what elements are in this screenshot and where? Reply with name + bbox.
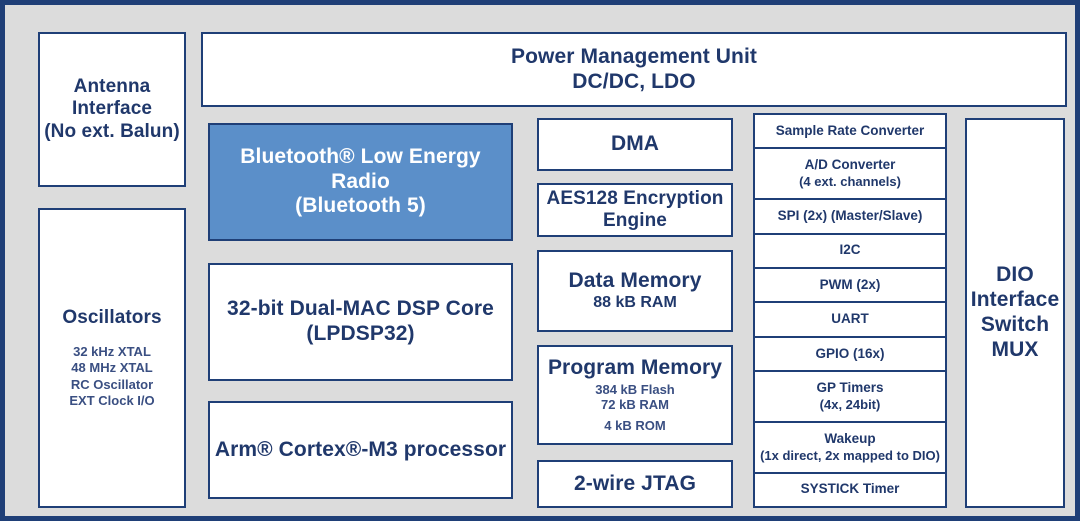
jtag-line1: 2-wire JTAG — [573, 471, 697, 495]
program-memory-line2: 384 kB Flash — [595, 381, 675, 397]
program-memory-details: 384 kB Flash 72 kB RAM 4 kB ROM — [595, 381, 675, 433]
aes-line2: Engine — [603, 210, 667, 231]
oscillator-item-2: RC Oscillator — [70, 376, 154, 392]
peripheral-i2c: I2C — [755, 235, 945, 269]
block-power-management-unit: Power Management Unit DC/DC, LDO — [201, 32, 1067, 107]
oscillator-item-1: 48 MHz XTAL — [71, 360, 153, 376]
program-memory-line4: 4 kB ROM — [604, 417, 666, 433]
block-jtag: 2-wire JTAG — [537, 460, 733, 508]
dsp-line2: (LPDSP32) — [306, 322, 415, 345]
block-dsp-core: 32-bit Dual-MAC DSP Core (LPDSP32) — [208, 263, 513, 381]
peripheral-9-line1: SYSTICK Timer — [800, 481, 900, 497]
block-cortex-m3-processor: Arm® Cortex®-M3 processor — [208, 401, 513, 499]
program-memory-line1: Program Memory — [547, 356, 723, 380]
peripheral-7-line2: (4x, 24bit) — [819, 396, 881, 412]
pmu-line2: DC/DC, LDO — [572, 69, 696, 93]
antenna-line2: Interface — [71, 98, 153, 120]
antenna-line3: (No ext. Balun) — [44, 120, 180, 142]
dma-line1: DMA — [610, 132, 660, 156]
dio-line3: Switch — [980, 313, 1050, 336]
block-aes128-encryption-engine: AES128 Encryption Engine — [537, 183, 733, 237]
peripheral-pwm: PWM (2x) — [755, 269, 945, 304]
oscillator-item-3: EXT Clock I/O — [69, 393, 155, 409]
block-data-memory: Data Memory 88 kB RAM — [537, 250, 733, 332]
dio-line2: Interface — [970, 288, 1060, 312]
peripheral-stack: Sample Rate Converter A/D Converter (4 e… — [753, 113, 947, 508]
block-program-memory: Program Memory 384 kB Flash 72 kB RAM 4 … — [537, 345, 733, 445]
block-dio-interface-switch-mux: DIO Interface Switch MUX — [965, 118, 1065, 508]
radio-line1: Bluetooth® Low Energy Radio — [240, 144, 481, 193]
peripheral-8-line1: Wakeup — [824, 430, 876, 446]
peripheral-sample-rate-converter: Sample Rate Converter — [755, 115, 945, 150]
peripheral-8-line2: (1x direct, 2x mapped to DIO) — [760, 447, 940, 463]
program-memory-line3: 72 kB RAM — [601, 397, 669, 413]
peripheral-gpio: GPIO (16x) — [755, 338, 945, 373]
peripheral-7-line1: GP Timers — [816, 379, 884, 395]
data-memory-line2: 88 kB RAM — [593, 293, 677, 311]
data-memory-line1: Data Memory — [568, 269, 702, 293]
block-dma: DMA — [537, 118, 733, 171]
antenna-line1: Antenna — [73, 75, 151, 97]
block-oscillators: Oscillators 32 kHz XTAL 48 MHz XTAL RC O… — [38, 208, 186, 508]
peripheral-4-line1: PWM (2x) — [819, 276, 881, 292]
peripheral-ad-converter: A/D Converter (4 ext. channels) — [755, 149, 945, 201]
pmu-line1: Power Management Unit — [511, 44, 757, 68]
dsp-line1: 32-bit Dual-MAC DSP Core — [227, 297, 494, 321]
peripheral-6-line1: GPIO (16x) — [815, 345, 885, 361]
dio-line4: MUX — [991, 337, 1039, 361]
block-bluetooth-low-energy-radio: Bluetooth® Low Energy Radio (Bluetooth 5… — [208, 123, 513, 241]
block-antenna-interface: Antenna Interface (No ext. Balun) — [38, 32, 186, 187]
oscillator-item-0: 32 kHz XTAL — [73, 344, 151, 360]
peripheral-1-line1: A/D Converter — [804, 157, 896, 173]
peripheral-2-line1: SPI (2x) (Master/Slave) — [777, 207, 923, 223]
aes-line1: AES128 Encryption — [546, 187, 724, 209]
cpu-line1: Arm® Cortex®-M3 processor — [214, 437, 507, 461]
peripheral-wakeup: Wakeup (1x direct, 2x mapped to DIO) — [755, 423, 945, 474]
peripheral-gp-timers: GP Timers (4x, 24bit) — [755, 372, 945, 423]
peripheral-5-line1: UART — [831, 311, 869, 327]
peripheral-systick-timer: SYSTICK Timer — [755, 474, 945, 506]
peripheral-uart: UART — [755, 303, 945, 338]
peripheral-1-line2: (4 ext. channels) — [799, 174, 901, 190]
peripheral-3-line1: I2C — [839, 242, 861, 258]
peripheral-0-line1: Sample Rate Converter — [775, 122, 925, 138]
oscillators-title: Oscillators — [62, 306, 162, 328]
peripheral-spi: SPI (2x) (Master/Slave) — [755, 200, 945, 235]
radio-line2: (Bluetooth 5) — [295, 194, 426, 218]
oscillators-list: 32 kHz XTAL 48 MHz XTAL RC Oscillator EX… — [69, 343, 154, 409]
dio-line1: DIO — [996, 263, 1034, 287]
